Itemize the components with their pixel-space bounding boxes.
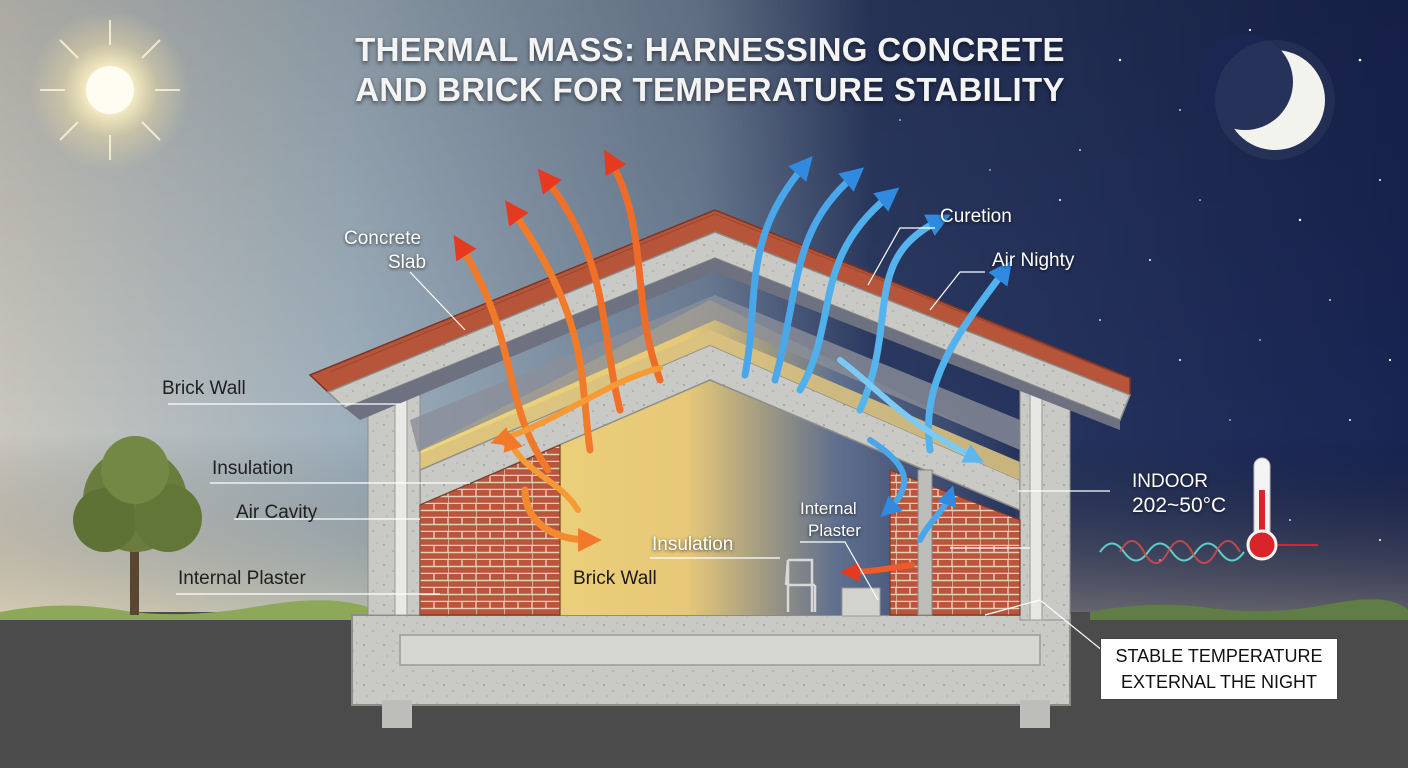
warm-arrow-6 (503, 430, 581, 513)
cool-air-arrows (741, 156, 1013, 543)
air-cavity-strip (394, 394, 408, 616)
right-outer-wall (1019, 379, 1071, 621)
leader-lines (168, 227, 1110, 656)
warm-arrow-1 (453, 234, 552, 474)
cool-arrow-3 (796, 187, 900, 394)
label-brick-wall-center: Brick Wall (573, 568, 657, 589)
label-insulation-left: Insulation (212, 458, 294, 479)
stable-temperature-callout: STABLE TEMPERATURE EXTERNAL THE NIGHT (1100, 638, 1338, 700)
label-air-cavity: Air Cavity (236, 502, 318, 523)
indoor-readout: INDOOR 202~50°C (1132, 470, 1226, 518)
warm-arrow-8 (839, 561, 915, 583)
page-title: THERMAL MASS: HARNESSING CONCRETE AND BR… (330, 30, 1090, 110)
tree-icon (73, 436, 202, 615)
label-concrete-slab-2: Slab (388, 252, 427, 273)
cool-arrow-1 (741, 156, 813, 379)
title-line-1: THERMAL MASS: HARNESSING CONCRETE (355, 31, 1065, 68)
chair (784, 558, 817, 612)
callout-line-2: EXTERNAL THE NIGHT (1120, 672, 1318, 692)
indoor-value: 202~50°C (1132, 494, 1227, 517)
warm-arrow-3 (537, 168, 624, 414)
label-internal-plaster-left: Internal Plaster (178, 568, 306, 589)
cool-arrow-2 (771, 167, 865, 384)
left-outer-wall (367, 394, 421, 616)
cool-arrow-4 (856, 214, 951, 414)
label-insulation-center: Insulation (652, 534, 734, 555)
label-brick-wall-left: Brick Wall (162, 378, 246, 399)
warm-arrow-7 (521, 486, 602, 552)
indoor-label: INDOOR (1132, 471, 1208, 492)
label-internal-plaster-right-2: Plaster (808, 521, 861, 540)
cool-arrow-5 (925, 260, 1013, 454)
insulation-band (418, 330, 1020, 480)
foundation-slab (351, 614, 1071, 728)
callout-line-1: STABLE TEMPERATURE (1115, 646, 1323, 666)
moon-icon (1197, 34, 1335, 160)
label-concrete-slab-1: Concrete (344, 228, 422, 249)
cool-arrow-7 (867, 437, 908, 517)
warm-heat-arrows (453, 149, 915, 583)
label-air-nighty: Air Nighty (992, 250, 1075, 271)
label-curetion: Curetion (940, 206, 1012, 227)
stars (899, 28, 1392, 561)
title-line-2: AND BRICK FOR TEMPERATURE STABILITY (355, 71, 1065, 108)
sun-icon (30, 10, 190, 170)
thermometer-icon (1246, 457, 1278, 561)
cool-arrow-8 (917, 485, 957, 543)
cool-arrow-6 (837, 357, 985, 463)
concrete-block (841, 587, 881, 617)
label-internal-plaster-right-1: Internal (800, 499, 857, 518)
temperature-waves (1099, 540, 1318, 564)
warm-arrow-4 (604, 149, 664, 384)
warm-arrow-2 (505, 200, 594, 454)
